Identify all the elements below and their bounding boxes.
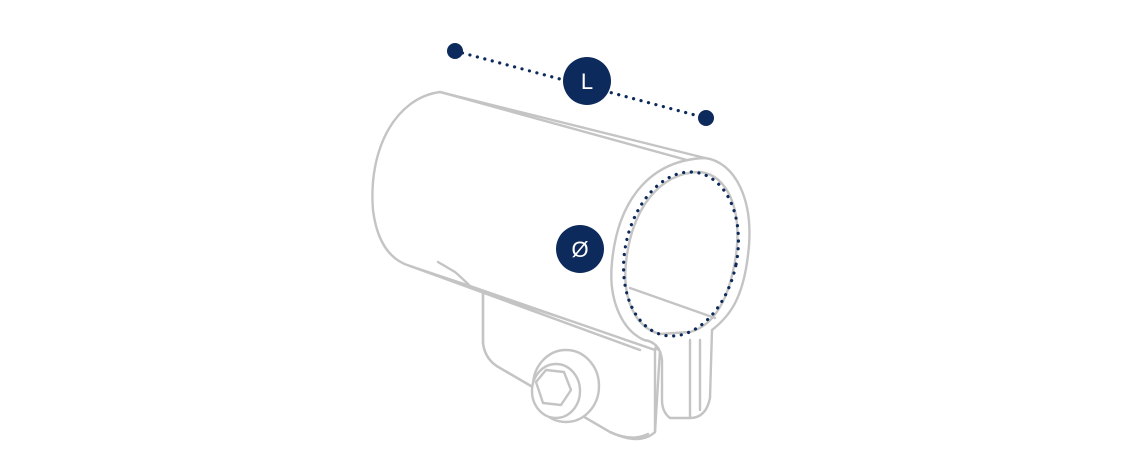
length-endpoint-left [447,43,463,59]
length-label: L [581,69,593,94]
tube-collar [610,156,751,420]
diameter-dotted-ring [621,170,741,338]
length-endpoint-right [698,110,714,126]
diameter-badge: Ø [556,225,604,273]
diameter-label: Ø [571,237,588,262]
length-badge: L [563,57,611,105]
hex-bolt [530,348,601,424]
